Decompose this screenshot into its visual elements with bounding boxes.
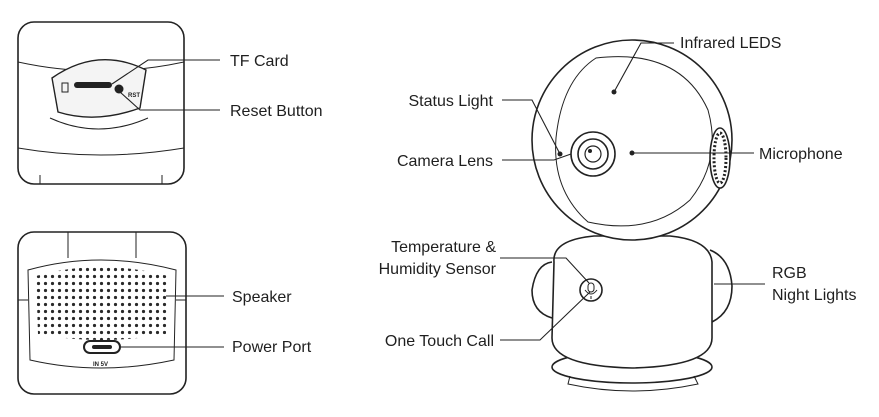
tf-card-label: TF Card [230,53,289,70]
power-input-marking: IN 5V [93,362,108,368]
temp-humidity-label-line2: Humidity Sensor [379,261,497,278]
sd-card-icon [61,82,69,93]
infrared-leds-leader [613,42,674,93]
rst-marking: RST [128,93,140,99]
microphone [709,127,731,189]
status-light-label: Status Light [409,93,494,110]
tf-card-inset: RST [17,21,185,185]
rgb-night-light [709,249,733,323]
temp-humidity-leader [500,257,590,284]
rgb-label-line2: Night Lights [772,287,857,304]
camera-lens-leader [502,153,572,161]
speaker-inset-frame [17,231,187,395]
speaker-grille [36,267,168,340]
camera-head [531,39,733,241]
reset-button-leader [119,91,220,111]
speaker-inset: IN 5V [17,231,187,395]
power-port-label: Power Port [232,339,312,356]
tf-card-slot [74,82,112,88]
camera-lens-label: Camera Lens [397,153,493,170]
left-side-nub [531,261,553,319]
microphone-label: Microphone [759,146,843,163]
camera-face-bezel [555,56,713,227]
temp-humidity-label-line1: Temperature & [391,239,496,256]
reset-button-label: Reset Button [230,103,323,120]
camera-body [551,235,713,369]
rgb-label-line1: RGB [772,265,807,282]
one-touch-call-button [579,278,603,302]
speaker-label: Speaker [232,289,292,306]
infrared-leds-label: Infrared LEDS [680,35,781,52]
tf-card-leader [111,59,220,85]
status-light-leader [502,99,561,155]
reset-button-hole [114,84,124,94]
one-touch-call-leader [500,291,591,341]
tf-card-inset-frame [17,21,185,185]
leader-lines [111,42,765,348]
labels: TF Card Reset Button Speaker Power Port … [230,35,857,356]
camera-illustration [531,39,733,392]
one-touch-call-label: One Touch Call [385,333,494,350]
microphone-call-icon [587,282,595,293]
